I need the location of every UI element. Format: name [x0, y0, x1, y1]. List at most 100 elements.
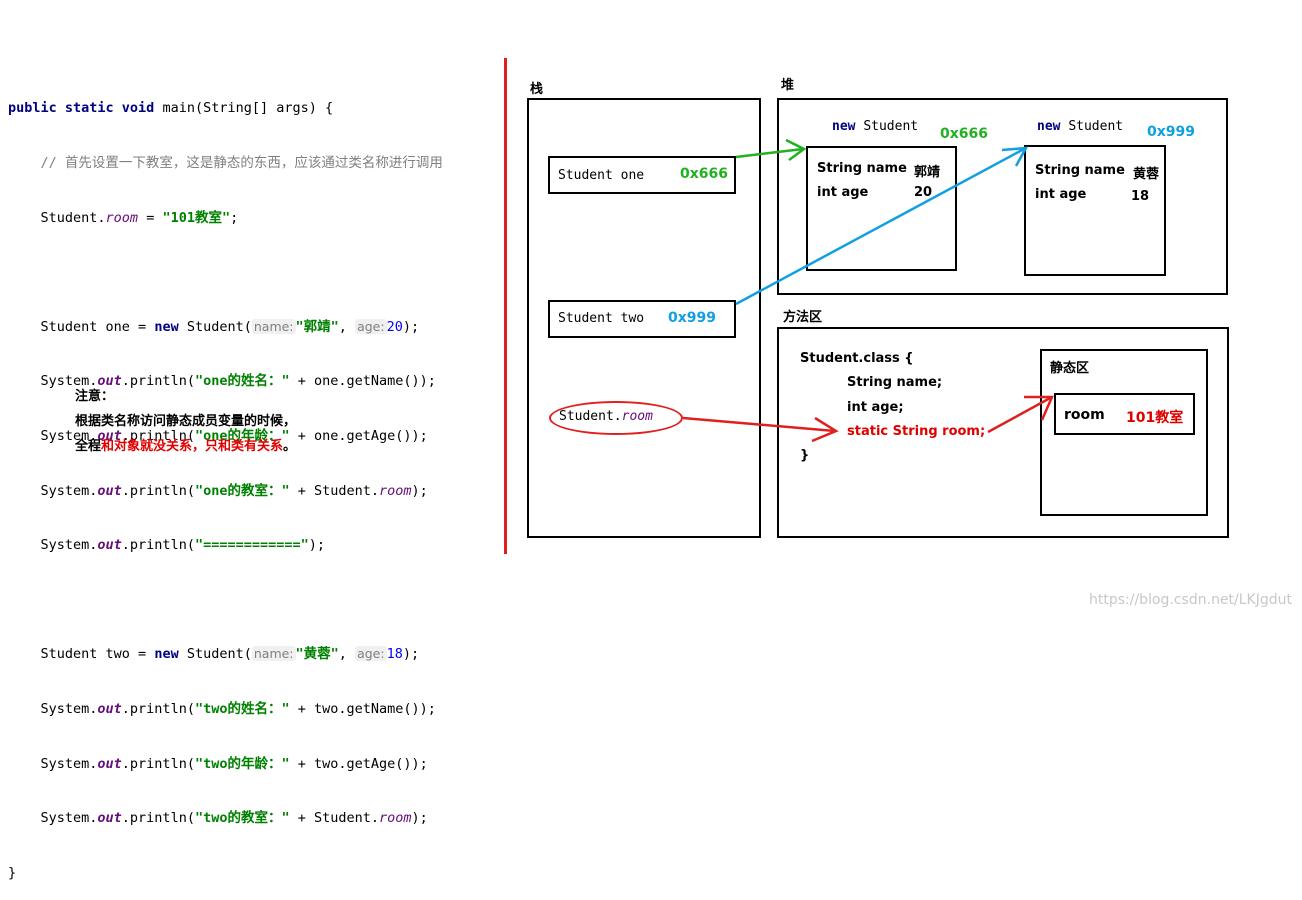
param-hint: age: — [355, 646, 387, 662]
code-text: Student( — [178, 318, 252, 335]
field-value: 20 — [914, 185, 933, 200]
code-text: } — [8, 864, 17, 881]
code-text: ); — [402, 318, 420, 335]
code-line: Student.room = "101教室"; — [8, 209, 443, 227]
code-text: ); — [402, 646, 420, 663]
code-text: System. — [8, 700, 98, 717]
code-text: System. — [8, 537, 98, 554]
code-text: System. — [8, 755, 98, 772]
static-area-label: 静态区 — [1050, 361, 1090, 376]
code-field: room — [105, 209, 139, 226]
code-out: out — [97, 373, 122, 390]
class-name: Student — [1068, 119, 1124, 134]
method-area-label: 方法区 — [783, 310, 823, 325]
code-out: out — [97, 755, 122, 772]
code-text: + two.getAge()); — [289, 755, 428, 772]
note-highlight: 和对象就没关系，只和类有关系 — [101, 439, 284, 454]
code-text: System. — [8, 810, 98, 827]
code-line: } — [8, 864, 443, 882]
reference-arrows — [682, 138, 1054, 443]
new-keyword: new — [1037, 119, 1061, 134]
class-close-brace: } — [800, 448, 810, 463]
code-keyword: new — [154, 318, 179, 335]
var-address: 0x999 — [668, 310, 716, 326]
code-text: System. — [8, 427, 98, 444]
code-number: 18 — [386, 646, 403, 663]
code-out: out — [97, 537, 122, 554]
code-number: 20 — [386, 318, 403, 335]
field-value: 黄蓉 — [1133, 167, 1160, 182]
code-line: System.out.println("one的教室：" + Student.r… — [8, 482, 443, 500]
code-text: ); — [411, 482, 428, 499]
field-label: String name — [817, 161, 907, 176]
heap-object-one: String name 郭靖 int age 20 — [806, 146, 957, 271]
stack-area — [527, 98, 761, 538]
code-text: System. — [8, 482, 98, 499]
code-text: .println( — [121, 373, 195, 390]
static-class-field: static String room; — [847, 424, 986, 439]
param-hint: name: — [251, 646, 296, 662]
code-out: out — [97, 427, 122, 444]
class-field: int age; — [847, 400, 904, 415]
param-hint: age: — [355, 318, 387, 334]
heap-obj1-header: new Student — [832, 119, 918, 134]
code-text: .println( — [121, 755, 195, 772]
code-text: .println( — [121, 700, 195, 717]
code-field: room — [379, 482, 412, 499]
stack-var-two: Student two 0x999 — [548, 300, 736, 338]
note-text: 全程 — [75, 439, 102, 454]
var-address: 0x666 — [680, 166, 728, 182]
field-label: String name — [1035, 163, 1125, 178]
code-string: "黄蓉" — [295, 646, 339, 663]
code-text: + one.getName()); — [289, 373, 436, 390]
field-value: 18 — [1131, 189, 1150, 204]
code-line: System.out.println("two的年龄：" + two.getAg… — [8, 755, 443, 773]
arrow-one-to-heap — [735, 138, 807, 162]
static-field-label: room — [1064, 407, 1105, 423]
code-text: System. — [8, 373, 98, 390]
code-text: ; — [230, 209, 239, 226]
code-out: out — [97, 700, 122, 717]
static-area: 静态区 — [1040, 349, 1208, 516]
code-string: "one的姓名：" — [194, 373, 290, 390]
var-name: Student one — [558, 168, 645, 183]
code-text: .println( — [121, 537, 195, 554]
code-string: "two的教室：" — [194, 810, 290, 827]
code-string: "============" — [194, 537, 309, 554]
code-line: System.out.println("one的姓名：" + one.getNa… — [8, 372, 443, 390]
static-ref-text: Student.room — [559, 409, 653, 424]
code-text: + two.getName()); — [289, 700, 436, 717]
code-text: , — [338, 318, 356, 335]
note-text: 。 — [283, 439, 297, 454]
code-line: Student one = new Student(name:"郭靖", age… — [8, 318, 443, 336]
note-block: 注意： 根据类名称访问静态成员变量的时候， 全程和对象就没关系，只和类有关系。 — [75, 384, 296, 459]
watermark: https://blog.csdn.net/LKJgdut — [1089, 592, 1292, 608]
code-out: out — [97, 482, 122, 499]
code-line: Student two = new Student(name:"黄蓉", age… — [8, 645, 443, 663]
class-name: Student. — [559, 409, 622, 424]
code-line: System.out.println("two的姓名：" + two.getNa… — [8, 700, 443, 718]
code-line: System.out.println("============"); — [8, 536, 443, 554]
code-keyword: new — [154, 646, 179, 663]
heap-label: 堆 — [781, 78, 795, 93]
code-text: ); — [411, 810, 428, 827]
heap-obj1-address: 0x666 — [940, 126, 988, 142]
code-text: .println( — [121, 810, 195, 827]
field-name: room — [621, 409, 653, 424]
stack-label: 栈 — [530, 82, 544, 97]
code-line: // 首先设置一下教室，这是静态的东西，应该通过类名称进行调用 — [8, 154, 443, 172]
code-text: Student( — [178, 646, 252, 663]
code-comment: // 首先设置一下教室，这是静态的东西，应该通过类名称进行调用 — [8, 155, 443, 171]
code-text: + Student. — [289, 482, 379, 499]
heap-object-two: String name 黄蓉 int age 18 — [1024, 145, 1166, 276]
field-label: int age — [1035, 187, 1087, 202]
field-label: int age — [817, 185, 869, 200]
code-string: "101教室" — [162, 209, 231, 226]
code-text: main(String[] args) { — [154, 100, 334, 117]
code-text: Student two = — [8, 646, 155, 663]
var-name: Student two — [558, 311, 645, 326]
class-field: String name; — [847, 375, 943, 390]
class-name: Student — [863, 119, 919, 134]
code-line: System.out.println("one的年龄：" + one.getAg… — [8, 427, 443, 445]
code-out: out — [97, 810, 122, 827]
